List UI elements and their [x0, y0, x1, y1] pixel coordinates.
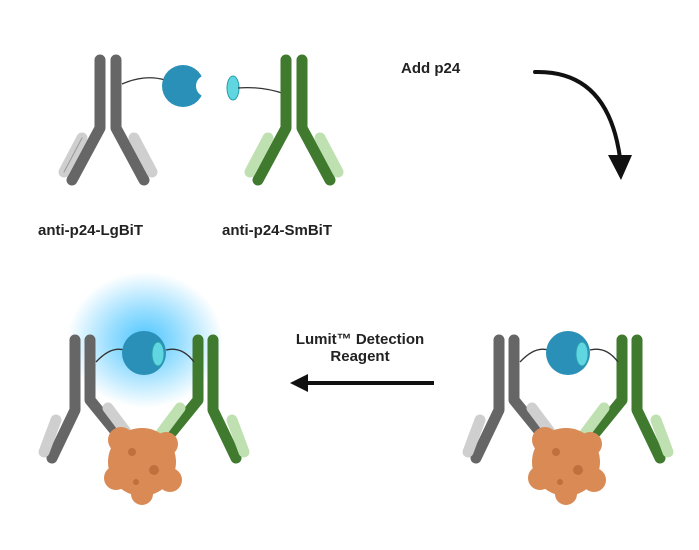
label-lgbit: anti-p24-LgBiT: [38, 222, 143, 239]
label-lumit-line1: Lumit™ Detection: [295, 331, 425, 348]
label-smbit: anti-p24-SmBiT: [222, 222, 333, 239]
smbit-antibody-top: [244, 54, 344, 186]
label-lumit-line2: Reagent: [330, 348, 390, 365]
bound-complex-right: [462, 331, 674, 505]
bound-complex-left-glowing: [38, 272, 250, 505]
lgbit-subunit-top: [162, 65, 204, 107]
label-add-p24: Add p24: [401, 60, 461, 77]
label-lumit-reagent: Lumit™ Detection Reagent: [280, 331, 440, 365]
left-arrow-icon: [290, 374, 434, 392]
p24-antigen-left: [104, 427, 182, 505]
p24-antigen-right: [528, 427, 606, 505]
smbit-subunit-top: [226, 75, 286, 101]
curved-arrow-icon: [533, 69, 632, 180]
lgbit-antibody-top: [58, 54, 204, 186]
